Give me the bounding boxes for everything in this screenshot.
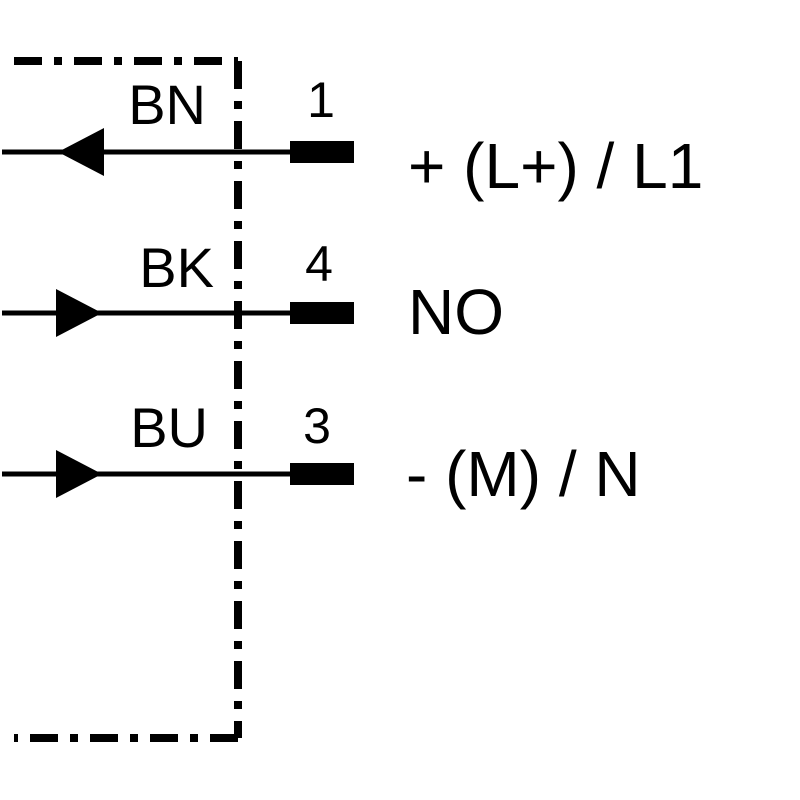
- pin-terminal: [290, 463, 354, 485]
- wire-row-bu: BU 3 - (M) / N: [2, 396, 641, 510]
- pin-terminal: [290, 302, 354, 324]
- wire-color-code: BK: [139, 236, 214, 299]
- signal-label: NO: [408, 276, 504, 348]
- wire-row-bk: BK 4 NO: [2, 236, 504, 348]
- pin-number: 3: [303, 398, 331, 454]
- signal-label: + (L+) / L1: [408, 130, 703, 202]
- pin-number: 1: [307, 72, 335, 128]
- wire-color-code: BN: [128, 73, 206, 136]
- arrow-right-icon: [56, 450, 102, 498]
- wire-row-bn: BN 1 + (L+) / L1: [2, 72, 703, 202]
- arrow-right-icon: [56, 289, 102, 337]
- pin-terminal: [290, 141, 354, 163]
- arrow-left-icon: [58, 128, 104, 176]
- wire-color-code: BU: [130, 396, 208, 459]
- pin-number: 4: [305, 236, 333, 292]
- signal-label: - (M) / N: [406, 438, 641, 510]
- device-boundary: [14, 57, 242, 742]
